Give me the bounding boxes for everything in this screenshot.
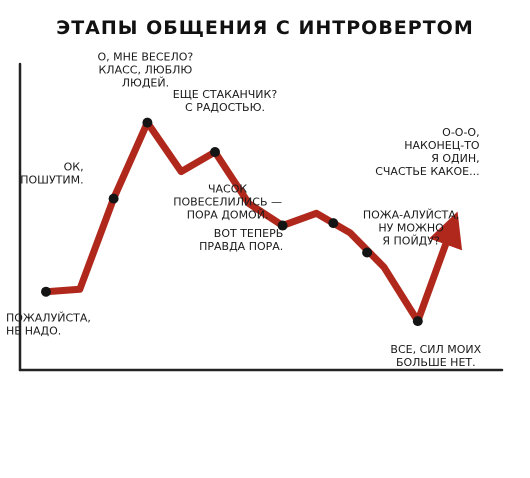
point-label-line: ПОВЕСЕЛИЛИСЬ — xyxy=(173,196,282,209)
data-point xyxy=(412,316,423,327)
point-label: ОК,ПОШУТИМ. xyxy=(20,161,83,187)
point-label: ПОЖАЛУЙСТА,НЕ НАДО. xyxy=(6,312,91,338)
point-label-line: ЕЩЕ СТАКАНЧИК? xyxy=(173,88,278,101)
axes xyxy=(18,62,504,372)
point-label-line: НАКОНЕЦ-ТО xyxy=(404,139,480,152)
point-label-line: ВОТ ТЕПЕРЬ xyxy=(214,227,284,240)
point-label-line: Я ПОЙДУ? xyxy=(382,235,440,248)
data-point xyxy=(142,117,153,128)
point-label-line: НЕ НАДО. xyxy=(6,325,61,338)
point-label-line: ПОЖАЛУЙСТА, xyxy=(6,312,91,325)
point-label-line: О-О-О, xyxy=(442,126,479,139)
point-label-line: ПОЖА-АЛУЙСТА, xyxy=(363,209,459,222)
data-point xyxy=(328,218,339,229)
point-label-line: ОК, xyxy=(64,161,84,174)
data-point xyxy=(362,247,373,258)
series-layer xyxy=(42,119,463,325)
point-label-line: ЛЮДЕЙ. xyxy=(122,77,169,90)
point-label-line: ПРАВДА ПОРА. xyxy=(199,240,283,253)
point-label-line: С РАДОСТЬЮ. xyxy=(185,101,265,114)
data-point xyxy=(277,220,288,231)
point-label-line: ЧАСОК xyxy=(208,183,247,196)
point-label-line: СЧАСТЬЕ КАКОЕ... xyxy=(375,165,479,178)
point-label-line: БОЛЬШЕ НЕТ. xyxy=(396,356,476,369)
data-point xyxy=(41,286,51,297)
point-label-line: ВСЕ, СИЛ МОИХ xyxy=(390,343,481,356)
labels-layer: ПОЖАЛУЙСТА,НЕ НАДО. ОК,ПОШУТИМ. О, МНЕ ВЕС… xyxy=(6,51,482,369)
point-label-line: О, МНЕ ВЕСЕЛО? xyxy=(98,51,194,64)
point-label-line: КЛАСС, ЛЮБЛЮ xyxy=(98,64,192,77)
point-label-line: ПОРА ДОМОЙ. xyxy=(187,209,269,222)
point-label-line: Я ОДИН, xyxy=(431,152,479,165)
point-label-line: ПОШУТИМ. xyxy=(20,174,83,187)
data-point xyxy=(108,193,119,204)
point-label: ЕЩЕ СТАКАНЧИК?С РАДОСТЬЮ. xyxy=(173,88,278,114)
series-arrow xyxy=(414,211,463,325)
series-line xyxy=(42,119,422,325)
chart-title: ЭТАПЫ ОБЩЕНИЯ С ИНТРОВЕРТОМ xyxy=(56,17,473,39)
data-point xyxy=(210,147,220,158)
point-label-line: НУ МОЖНО xyxy=(378,222,444,235)
points-layer xyxy=(41,117,423,327)
